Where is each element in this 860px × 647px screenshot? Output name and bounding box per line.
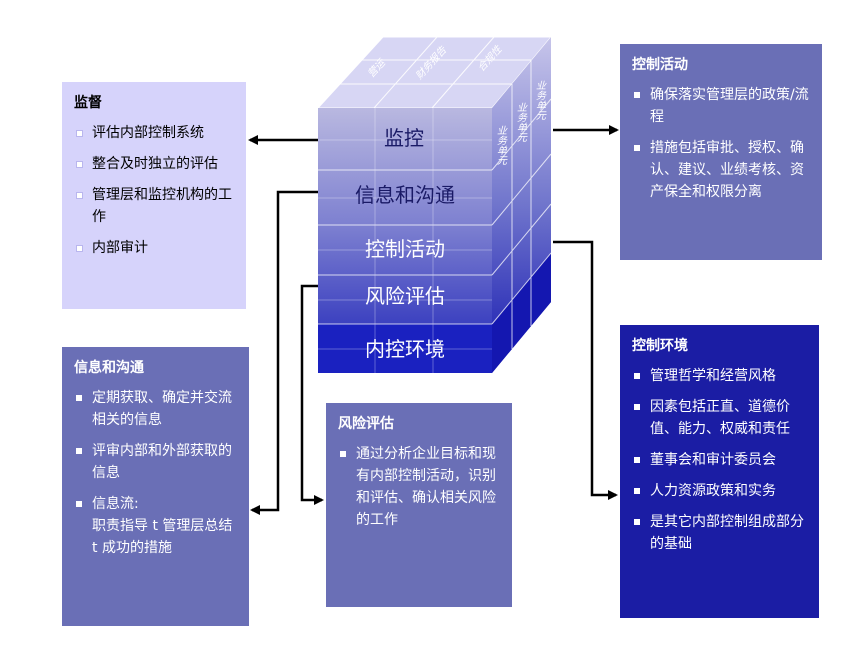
risk-title: 风险评估 [338, 416, 394, 432]
arrow-control-environment [553, 240, 618, 500]
information-flow-text: 职责指导 t 管理层总结 t 成功的措施 [92, 518, 233, 556]
risk-box: 风险评估 通过分析企业目标和现有内部控制活动，识别和评估、确认相关风险的工作 [326, 403, 512, 607]
control-environment-title: 控制环境 [632, 338, 688, 354]
control-environment-item: 人力资源政策和实务 [632, 480, 809, 502]
risk-item: 通过分析企业目标和现有内部控制活动，识别和评估、确认相关风险的工作 [338, 443, 502, 531]
information-item: 信息流: 职责指导 t 管理层总结 t 成功的措施 [74, 493, 239, 559]
cube-layer-environment: 内控环境 [365, 337, 445, 361]
cube-layer-risk: 风险评估 [365, 284, 445, 308]
monitoring-title: 监督 [74, 95, 102, 111]
cube-side-label-2: 业务单元 [515, 102, 527, 142]
control-environment-box: 控制环境 管理哲学和经营风格 因素包括正直、道德价值、能力、权威和责任 董事会和… [620, 325, 819, 618]
cube-side-label-3: 业务单元 [534, 80, 546, 120]
cube-layer-control-activities: 控制活动 [365, 237, 445, 261]
control-activities-box: 控制活动 确保落实管理层的政策/流程 措施包括审批、授权、确认、建议、业绩考核、… [620, 44, 822, 260]
monitoring-item: 内部审计 [74, 237, 236, 259]
monitoring-item: 评估内部控制系统 [74, 122, 236, 144]
control-activities-item: 措施包括审批、授权、确认、建议、业绩考核、资产保全和权限分离 [632, 137, 812, 203]
information-item: 评审内部和外部获取的信息 [74, 440, 239, 484]
information-box: 信息和沟通 定期获取、确定并交流相关的信息 评审内部和外部获取的信息 信息流: … [62, 347, 249, 626]
control-environment-item: 管理哲学和经营风格 [632, 365, 809, 387]
cube-side-label-1: 业务单元 [495, 125, 507, 165]
control-environment-item: 因素包括正直、道德价值、能力、权威和责任 [632, 396, 809, 440]
control-environment-item: 董事会和审计委员会 [632, 449, 809, 471]
information-item: 定期获取、确定并交流相关的信息 [74, 387, 239, 431]
control-activities-item: 确保落实管理层的政策/流程 [632, 84, 812, 128]
arrow-risk [300, 284, 324, 505]
control-environment-item: 是其它内部控制组成部分的基础 [632, 511, 809, 555]
cube-layer-information: 信息和沟通 [355, 183, 455, 207]
information-title: 信息和沟通 [74, 360, 144, 376]
control-activities-title: 控制活动 [632, 57, 688, 73]
arrow-information [250, 190, 318, 515]
monitoring-box: 监督 评估内部控制系统 整合及时独立的评估 管理层和监控机构的工作 内部审计 [62, 82, 246, 309]
monitoring-item: 整合及时独立的评估 [74, 153, 236, 175]
cube-layer-monitoring: 监控 [384, 126, 424, 150]
information-flow-label: 信息流: [92, 496, 139, 512]
monitoring-item: 管理层和监控机构的工作 [74, 184, 236, 228]
